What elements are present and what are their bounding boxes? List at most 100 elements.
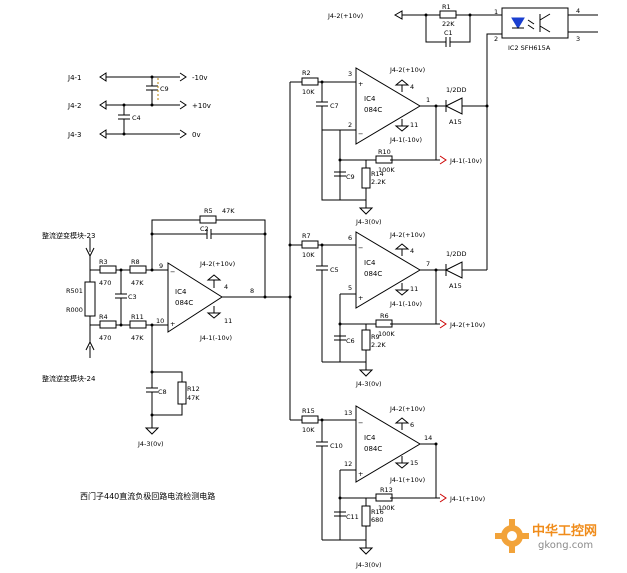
amp3-gnd: J4-3(0v) [355, 380, 382, 388]
node [150, 413, 154, 417]
amp2-plus: + [358, 80, 363, 88]
opto-package [501, 7, 569, 39]
amp1-chip: IC4 [175, 288, 187, 296]
amp3-part: 084C [364, 270, 382, 278]
r5-resistor [199, 215, 217, 224]
amp4-vplus-symbol [394, 417, 410, 430]
node [119, 323, 123, 327]
r7-label: R7 [302, 232, 311, 240]
opto-block: J4-2(+10v) R1 22K C1 1 2 4 3 IC2 SFH615A [327, 3, 598, 270]
r15-resistor [301, 415, 319, 424]
c2-label: C2 [200, 225, 209, 233]
watermark: 中华工控网 gkong.com [492, 516, 624, 568]
amp3-diode-ref: A15 [449, 282, 462, 290]
c4-supply-label: C4 [132, 114, 141, 122]
amp3-pin4: 4 [410, 247, 414, 255]
amp2-diode-label: 1/2DD [446, 86, 466, 94]
j4-3-label: J4-3 [67, 131, 82, 139]
r13-value: 100K [378, 504, 395, 512]
amp2-gnd: J4-3(0v) [355, 218, 382, 226]
c5-label: C5 [330, 266, 339, 274]
amp2-vplus-symbol [394, 79, 410, 92]
amp4-pin14: 14 [424, 434, 432, 442]
shunt-resistor [84, 281, 96, 317]
amp4-chip: IC4 [364, 434, 376, 442]
r12-resistor [177, 381, 187, 405]
r8-resistor [129, 265, 147, 274]
wire [322, 129, 341, 200]
r1-value: 22K [442, 20, 455, 28]
feedback-wire [151, 219, 200, 270]
opto-pin2: 2 [494, 35, 498, 43]
r501-label: R501 [66, 287, 83, 295]
port-wires [89, 256, 95, 326]
node [288, 243, 292, 247]
r13-label: R13 [380, 486, 393, 494]
amp4: R15 10K C10 13 12 IC4 084C − + 14 J4-2(+… [290, 405, 485, 569]
r1-label: R1 [442, 3, 451, 11]
r14-resistor [361, 167, 371, 189]
r13-resistor [375, 493, 393, 502]
r9-value: 2.2K [371, 341, 386, 349]
amp2-pin4: 4 [410, 83, 414, 91]
node [150, 323, 154, 327]
amp1-vplus-symbol [206, 274, 222, 288]
c7-label: C7 [330, 102, 339, 110]
port-top-arrow [85, 238, 95, 258]
amp1-part: 084C [175, 299, 193, 307]
c3-capacitor [115, 270, 127, 325]
r1-resistor [439, 10, 457, 19]
r6-value: 100K [378, 330, 395, 338]
supply-rails [106, 76, 180, 135]
r9-resistor [361, 329, 371, 351]
amp3: R7 10K C5 6 5 IC4 084C − + 7 J4-2(+10v) … [288, 231, 487, 388]
c1-label: C1 [444, 29, 453, 37]
c7-capacitor [316, 82, 328, 130]
j4-2-label: J4-2 [67, 102, 82, 110]
node [150, 103, 154, 107]
j4-1-label: J4-1 [67, 74, 82, 82]
wire [321, 130, 367, 201]
amp1-gnd: J4-3(0v) [137, 440, 164, 448]
wire [390, 270, 437, 325]
amp3-vplus-symbol [394, 243, 410, 256]
r3-label: R3 [99, 258, 108, 266]
node [263, 232, 267, 236]
wire [339, 469, 356, 540]
r6-label: R6 [380, 312, 389, 320]
amp2-vminus-symbol [394, 119, 410, 132]
r4-resistor [99, 320, 117, 329]
amp1-pin8: 8 [250, 287, 254, 295]
amp2-ground-symbol [358, 200, 374, 215]
amp3-minus: − [358, 244, 363, 252]
amp3-vminus-symbol [394, 283, 410, 296]
amp4-pin6: 6 [410, 421, 414, 429]
pos10-label: +10v [192, 102, 211, 110]
amp3-pin11: 11 [410, 285, 418, 293]
opto-supply-label: J4-2(+10v) [327, 12, 363, 20]
r7-resistor [301, 240, 319, 249]
node [119, 268, 123, 272]
r7-value: 10K [302, 251, 315, 259]
node [434, 104, 438, 108]
amp4-plus: + [358, 470, 363, 478]
amp4-opamp [355, 405, 421, 483]
port-bottom-label: 整流逆变模块-24 [42, 374, 96, 383]
opto-transistor [539, 13, 551, 33]
amp3-chip: IC4 [364, 259, 376, 267]
node [122, 132, 126, 136]
c2-capacitor [152, 229, 265, 239]
node [150, 75, 154, 79]
amp2-part: 084C [364, 106, 382, 114]
node [150, 232, 154, 236]
c5-capacitor [316, 245, 328, 362]
opto-pin4: 4 [576, 7, 580, 15]
amp2-pin3: 3 [348, 70, 352, 78]
zero-label: 0v [192, 131, 201, 139]
r000-label: R000 [66, 306, 83, 314]
wire [322, 350, 367, 363]
amp2-opamp [355, 67, 421, 145]
amp4-pin13: 13 [344, 409, 352, 417]
supply-connectors-right [179, 72, 187, 139]
